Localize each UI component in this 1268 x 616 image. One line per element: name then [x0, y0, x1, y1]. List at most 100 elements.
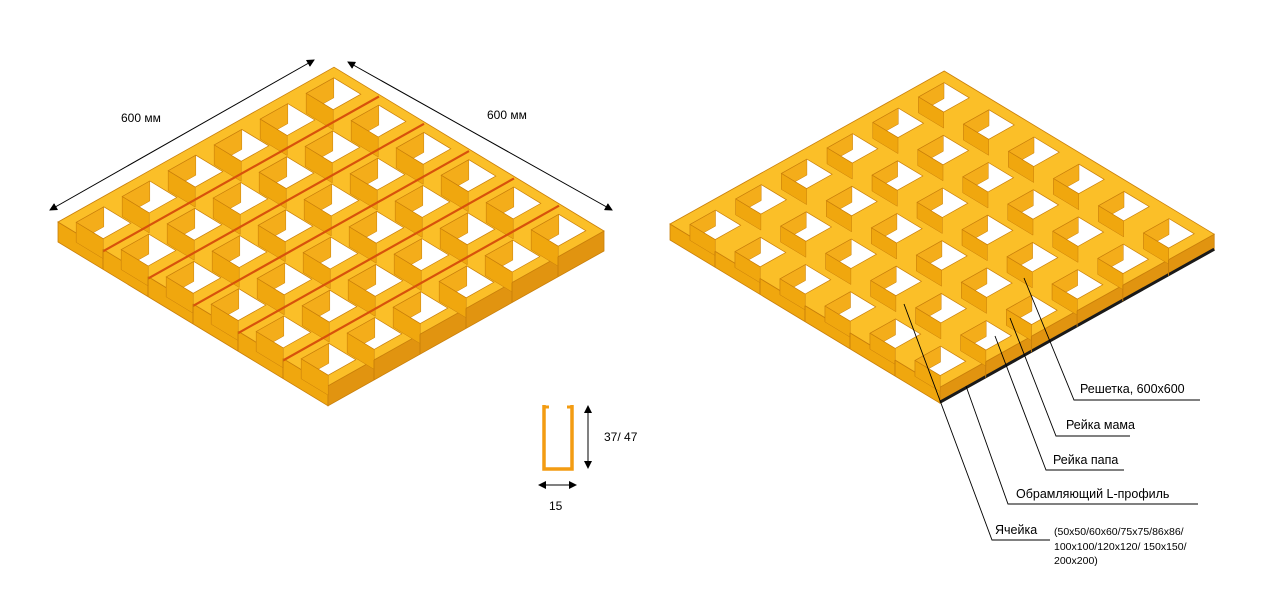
- callout-cell: Ячейка: [995, 523, 1038, 537]
- grid-cell: [824, 291, 877, 338]
- grid-cell: [392, 291, 449, 345]
- grid-cell: [256, 262, 313, 316]
- grid-cell: [210, 288, 267, 342]
- cell-rim: [439, 212, 496, 246]
- cell-rim: [210, 288, 267, 322]
- grid-cell: [346, 317, 403, 370]
- leader-rail-female: [1009, 317, 1130, 437]
- cell-rim: [530, 213, 587, 247]
- grid-cell: [166, 207, 223, 261]
- cell-rim: [915, 240, 968, 271]
- cell-rim: [257, 209, 314, 243]
- cell-rim: [917, 134, 970, 166]
- grid-cell: [734, 236, 787, 284]
- leader-rail-male: [994, 335, 1124, 471]
- cell-rim: [961, 214, 1014, 246]
- dimension-label-right: 600 мм: [487, 108, 527, 122]
- cell-rim: [735, 184, 788, 215]
- cell-rim: [438, 265, 495, 299]
- profile-height-label: 37/ 47: [604, 430, 638, 444]
- dimension-arrow-right: [347, 61, 613, 211]
- grid-cell: [393, 238, 450, 291]
- cell-rim: [871, 160, 924, 191]
- cell-rim: [1005, 294, 1058, 326]
- cell-rim: [1007, 189, 1060, 220]
- cell-rim: [165, 260, 222, 294]
- grid-cell: [1097, 243, 1150, 291]
- grid-cell: [869, 318, 922, 365]
- grid-cell: [826, 133, 879, 180]
- cell-rim: [872, 107, 925, 139]
- cell-rim: [1097, 243, 1150, 275]
- cell-rim: [870, 265, 923, 297]
- grid-cell: [825, 238, 878, 285]
- cell-rim: [826, 133, 879, 164]
- cell-sizes-block: (50х50/60х60/75х75/86х86/ 100х100/120х12…: [1054, 525, 1187, 569]
- cell-rim: [348, 210, 405, 244]
- grid-cell: [257, 209, 314, 263]
- u-profile-section: [542, 405, 574, 471]
- cell-rim: [302, 236, 359, 270]
- grid-cell: [1007, 136, 1060, 183]
- grid-cell: [689, 209, 742, 257]
- cell-rim: [301, 289, 358, 323]
- cell-rim: [346, 317, 403, 350]
- dimension-label-left: 600 мм: [121, 111, 161, 125]
- cell-rim: [916, 187, 969, 218]
- callout-leaders: [903, 277, 1200, 541]
- grid-cell: [1006, 241, 1059, 289]
- grid-cell: [780, 211, 833, 258]
- grid-cell: [439, 212, 496, 266]
- grid-cell: [211, 235, 268, 288]
- callout-rail-male: Рейка папа: [1053, 453, 1119, 467]
- cell-sizes-line-3: 200х200): [1054, 555, 1098, 568]
- cell-rim: [392, 291, 449, 325]
- cell-rim: [1052, 163, 1105, 195]
- cell-rim: [734, 236, 787, 268]
- grid-cell: [915, 292, 968, 340]
- cell-sizes-line-2: 100х100/120х120/ 150х150/: [1054, 540, 1187, 553]
- leader-grid: [1023, 277, 1200, 401]
- cell-rim: [393, 238, 450, 271]
- grid-cell: [917, 134, 970, 182]
- grid-cell: [916, 187, 969, 234]
- rail-seam: [282, 204, 560, 362]
- cell-rim: [1051, 269, 1104, 300]
- cell-rim: [780, 211, 833, 242]
- cell-rim: [960, 267, 1013, 298]
- grid-cell: [1051, 269, 1104, 316]
- cell-rim: [962, 109, 1015, 140]
- grid-cell: [917, 82, 970, 129]
- cell-rim: [779, 264, 832, 295]
- grid-cell: [1142, 218, 1195, 265]
- grid-cell: [1007, 189, 1060, 236]
- grid-cell: [1097, 190, 1150, 238]
- cell-rim: [75, 206, 132, 240]
- cell-rim: [960, 320, 1013, 351]
- cell-rim: [300, 342, 357, 376]
- cell-rim: [870, 213, 923, 244]
- grid-cell: [1052, 163, 1105, 211]
- grid-cell: [961, 214, 1014, 262]
- cell-rim: [120, 233, 177, 267]
- grid-cell: [870, 265, 923, 313]
- grid-cell: [780, 158, 833, 206]
- cell-rim: [825, 238, 878, 269]
- grid-cell: [1052, 216, 1105, 263]
- grid-cell: [300, 342, 357, 396]
- grid-cell: [301, 289, 358, 343]
- cell-rim: [780, 158, 833, 190]
- grid-cell: [962, 109, 1015, 156]
- grid-cell: [825, 185, 878, 233]
- grid-cell: [75, 206, 132, 260]
- grid-cell: [1005, 294, 1058, 342]
- assembled-grid-panel: [669, 70, 1215, 404]
- grid-cell: [870, 213, 923, 260]
- grid-cell: [484, 239, 541, 293]
- grid-cell: [871, 160, 924, 207]
- grid-cell: [735, 184, 788, 231]
- cell-rim: [1142, 218, 1195, 249]
- grid-cell: [120, 233, 177, 287]
- cell-rim: [962, 162, 1015, 193]
